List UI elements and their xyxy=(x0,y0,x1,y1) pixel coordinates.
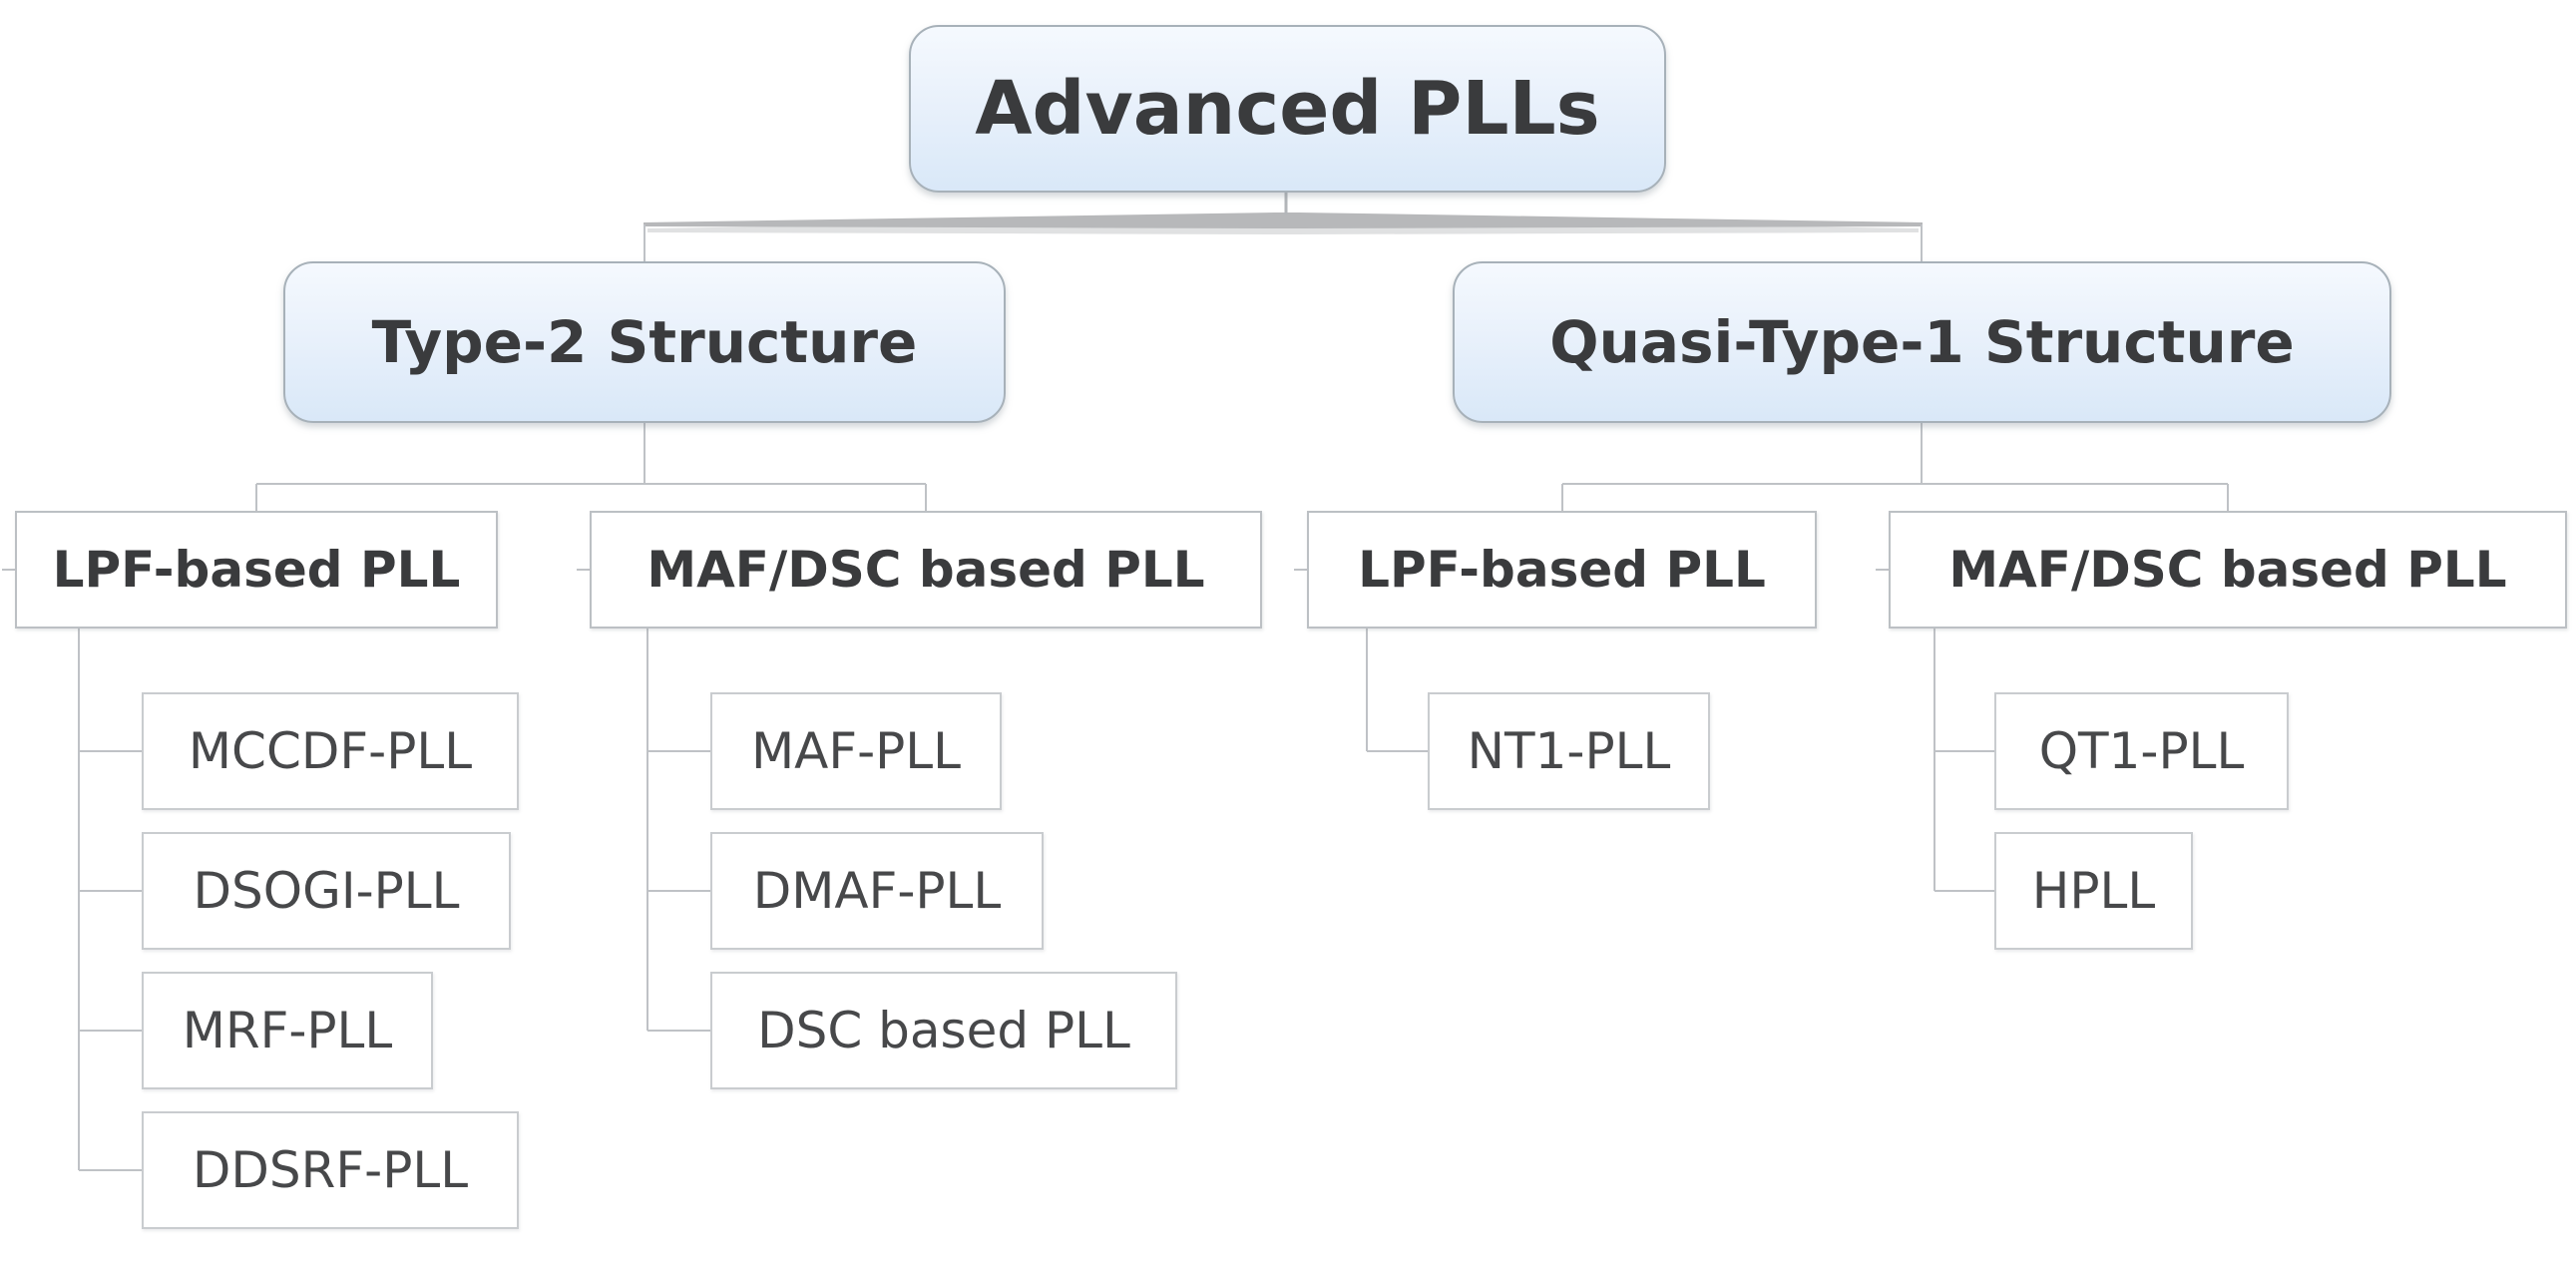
maf-left-child-connectors xyxy=(646,629,710,1032)
quasi-child-connectors xyxy=(1561,423,2229,511)
node-dsogi-pll: DSOGI-PLL xyxy=(142,832,511,950)
node-type2-structure: Type-2 Structure xyxy=(283,261,1006,423)
maf-right-child-connectors xyxy=(1933,629,1994,892)
node-maf-pll: MAF-PLL xyxy=(710,692,1002,810)
node-lpf-based-pll-right: LPF-based PLL xyxy=(1307,511,1817,629)
node-advanced-plls: Advanced PLLs xyxy=(909,25,1666,193)
node-mrf-pll: MRF-PLL xyxy=(142,972,433,1089)
node-lpf-based-pll-left: LPF-based PLL xyxy=(15,511,498,629)
node-dmaf-pll: DMAF-PLL xyxy=(710,832,1044,950)
node-mccdf-pll: MCCDF-PLL xyxy=(142,692,519,810)
type2-child-connectors xyxy=(255,423,927,511)
node-quasi-type1-structure: Quasi-Type-1 Structure xyxy=(1453,261,2391,423)
node-hpll: HPLL xyxy=(1994,832,2193,950)
node-qt1-pll: QT1-PLL xyxy=(1994,692,2289,810)
node-maf-dsc-based-pll-left: MAF/DSC based PLL xyxy=(590,511,1262,629)
node-nt1-pll: NT1-PLL xyxy=(1428,692,1710,810)
node-maf-dsc-based-pll-right: MAF/DSC based PLL xyxy=(1889,511,2567,629)
trunk-band xyxy=(644,212,1923,228)
node-ddsrf-pll: DDSRF-PLL xyxy=(142,1111,519,1229)
lpf-right-child-connectors xyxy=(1366,629,1428,752)
lpf-left-child-connectors xyxy=(78,629,142,1171)
node-dsc-based-pll: DSC based PLL xyxy=(710,972,1177,1089)
